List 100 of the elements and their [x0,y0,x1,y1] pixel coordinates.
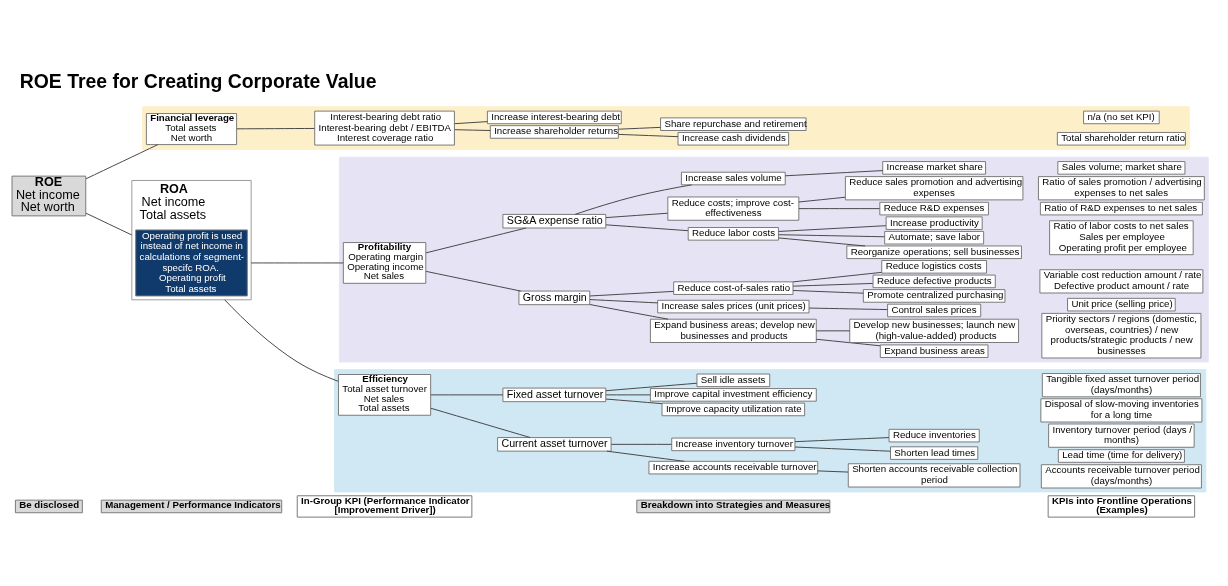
node-box: Reduce sales promotion and advertising expenses [844,175,1024,200]
node-box: Variable cost reduction amount / rate Defective product amount / rate [1039,268,1204,293]
connector [792,282,874,287]
node-box: Improve capacity utilization rate [661,402,806,416]
node-box: Interest-bearing debt ratio Interest-bearing debt / EBITDA Interest coverage ratio [314,110,455,146]
node-box: Increase sales volume [680,171,786,185]
node-box: Automate; save labor [884,230,985,244]
node-box: Disposal of slow-moving inventories for a long time [1040,397,1203,423]
connector [815,329,851,331]
node-box: In-Group KPI (Performance Indicator [Improvement Driver]) [296,494,473,518]
node-box: Ratio of sales promotion / advertising expenses to net sales [1037,175,1205,200]
connector [589,298,659,303]
node-box: Financial leverage Total assets Net worth [145,112,238,145]
connector [798,196,846,202]
connector [817,469,849,473]
node-box: Profitability Operating margin Operating income Net sales [342,241,427,284]
connector [250,261,344,263]
connector [610,443,672,445]
connector [798,207,881,209]
node-box: Be disclosed [14,499,83,513]
connector [605,382,698,391]
connector [224,298,339,382]
node-box: KPIs into Frontline Operations (Examples) [1047,494,1196,518]
node-box: Priority sectors / regions (domestic, overseas, countries) / new products/strategic products / new businesses [1041,312,1202,358]
node-box: Increase productivity [885,215,983,230]
node-box: Reduce cost-of-sales ratio [673,280,794,295]
node-box: Efficiency Total asset turnover Net sales Total assets [338,373,432,416]
node-box: Increase inventory turnover [671,437,796,451]
connector [589,290,674,296]
connector [784,169,884,176]
connector [454,120,488,124]
connector [794,436,890,442]
connector [605,398,663,404]
node-box: Accounts receivable turnover period (days/months) [1040,463,1202,488]
node-box: Shorten accounts receivable collection period [847,462,1021,488]
node-box: Current asset turnover [497,436,612,452]
node-box: n/a (no set KPI) [1083,110,1160,124]
connector [794,446,891,452]
connector [778,224,887,232]
node-box: Total shareholder return ratio [1056,131,1186,146]
node-box: Unit price (selling price) [1067,297,1176,311]
connector [85,143,159,179]
connector [618,133,679,137]
node-box: Sales volume; market share [1057,160,1186,175]
node-box: Ratio of R&D expenses to net sales [1039,201,1203,215]
connector [605,223,689,231]
connector [589,303,669,320]
connector [236,127,315,129]
node-box: Expand business areas; develop new businesses and products [649,318,817,343]
node-box: Lead time (time for delivery) [1057,448,1185,463]
node-box: ROE Net income Net worth [11,175,87,216]
node-box: Control sales prices [887,303,982,317]
node-box: Breakdown into Strategies and Measures [636,499,831,513]
connector [605,393,651,395]
connector [792,289,864,294]
node-box: Reduce R&D expenses [879,201,989,215]
node-box: Reduce logistics costs [881,259,988,274]
connector [574,183,693,215]
node-box: Reduce inventories [888,428,980,442]
node-box: Improve capital investment efficiency [649,387,817,402]
node-box: Develop new businesses; launch new (high-value-added) products [849,318,1020,343]
node-box: Increase interest-bearing debt [486,110,622,124]
node-box: Share repurchase and retirement [660,116,807,131]
node-box: Gross margin [518,290,591,305]
node-box: Sell idle assets [696,373,771,387]
cluster [338,156,1209,362]
node-box: Increase shareholder returns [489,124,619,139]
node-box: Increase cash dividends [677,131,790,146]
connector [430,407,531,438]
node-box: SG&A expense ratio [502,213,607,228]
connector [425,270,522,292]
node-box: Increase accounts receivable turnover [648,460,819,474]
node-box: Expand business areas [879,343,989,358]
node-box: Management / Performance Indicators [100,499,283,513]
connector [792,271,883,282]
connector [425,227,527,253]
connector [430,393,504,395]
diagram-title: ROE Tree for Creating Corporate Value [19,69,377,92]
node-box: Inventory turnover period (days / months) [1048,423,1195,448]
connector [618,126,661,130]
node-box: Increase sales prices (unit prices) [657,299,810,313]
node-box: Tangible fixed asset turnover period (days/months) [1041,372,1201,397]
connector [815,338,881,346]
connector [606,450,685,462]
node-box: Reduce labor costs [687,226,779,241]
connector [778,233,885,237]
node-box: Ratio of labor costs to net sales Sales per employee Operating profit per employee [1049,219,1194,255]
cluster [334,368,1207,492]
node-box: Promote centralized purchasing [862,288,1006,303]
connector [454,128,491,131]
connector [85,212,133,235]
node-box: Operating profit is used instead of net income in calculations of segment-specifc ROA. Operating profit Total assets [135,228,248,296]
node-box: Shorten lead times [890,445,979,460]
node-box: Reorganize operations; sell businesses [846,244,1022,259]
node-box: Reduce costs; improve cost-effectiveness [667,196,800,221]
node-box: Fixed asset turnover [502,387,607,402]
node-box: Reduce defective products [872,274,996,288]
connector [605,212,669,218]
node-box: Increase market share [882,160,987,175]
connector [778,236,866,246]
